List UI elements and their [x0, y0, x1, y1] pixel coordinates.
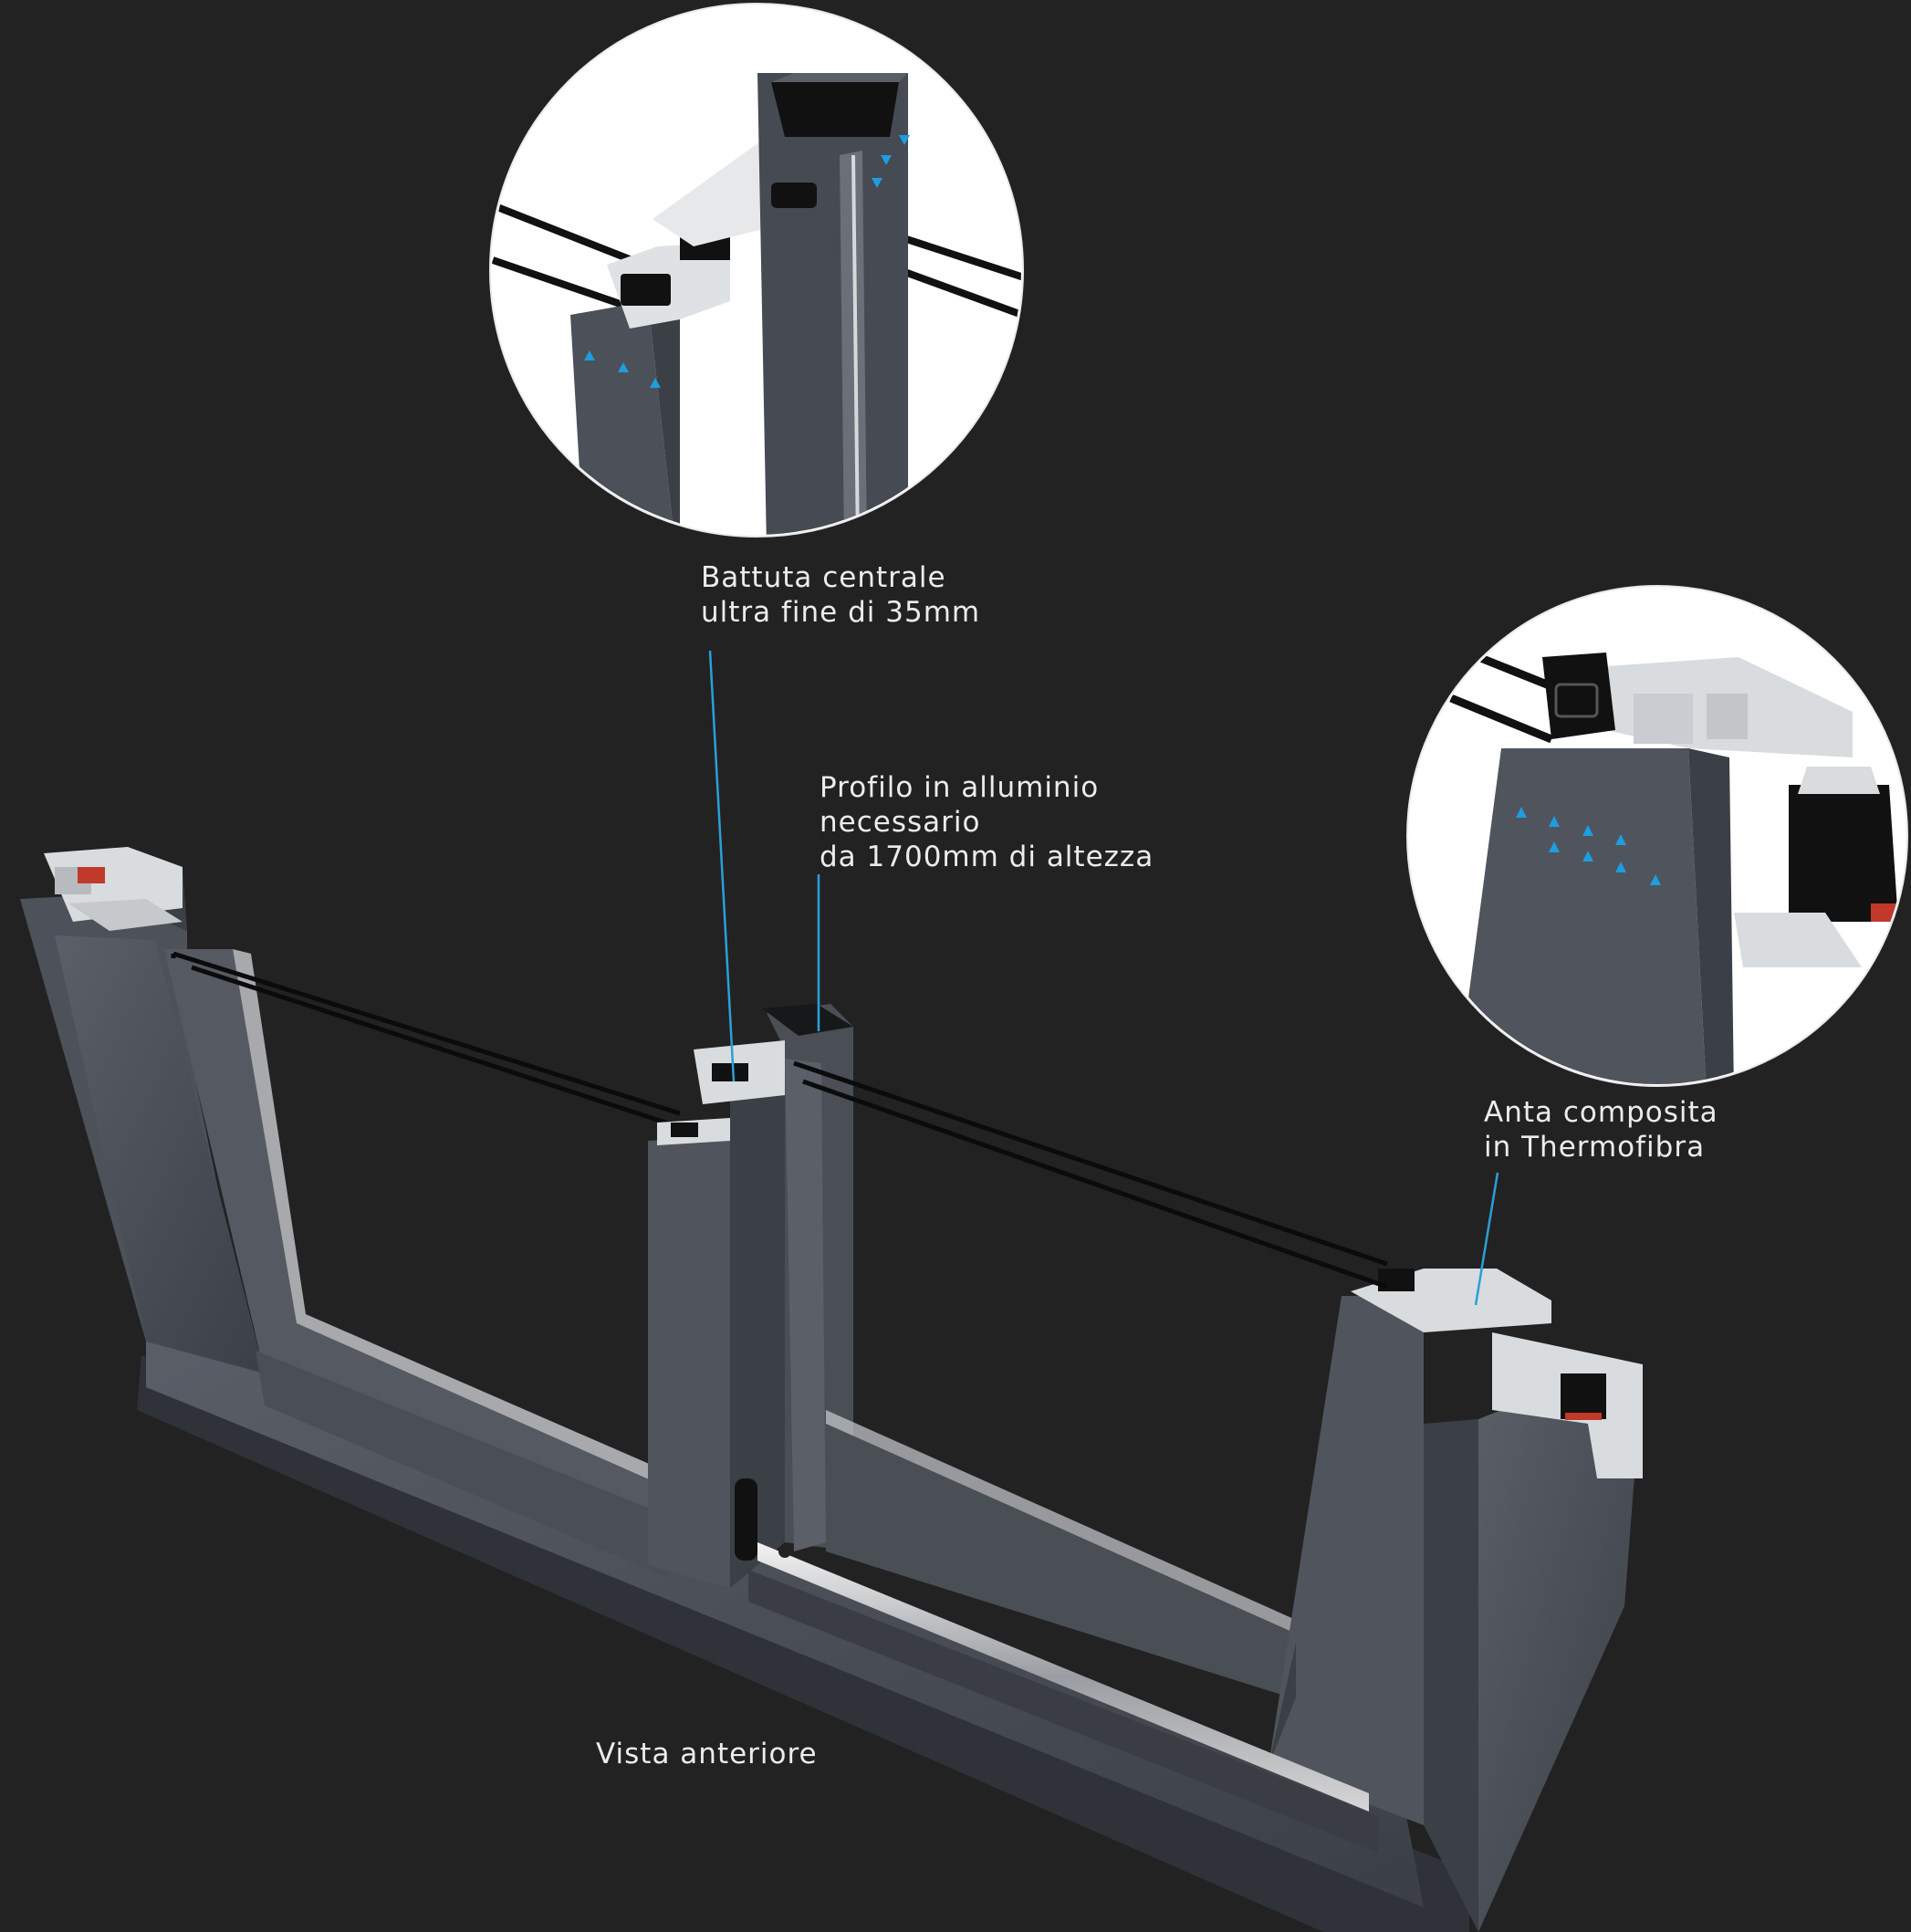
left-sash-bottom-rail — [256, 1351, 671, 1579]
callout-anta-composita: Anta composita in Thermofibra — [1484, 1095, 1718, 1164]
left-sash-outer — [55, 935, 265, 1373]
callout-battuta-line2: ultra fine di 35mm — [701, 596, 981, 629]
left-pvc-profile — [44, 847, 183, 931]
detail-circle-composite-sash — [1406, 585, 1908, 1087]
window-assembly — [20, 847, 1643, 1932]
callout-battuta-line1: Battuta centrale — [701, 561, 946, 594]
leader-anta — [1474, 1172, 1499, 1306]
callout-anta-line2: in Thermofibra — [1484, 1131, 1706, 1164]
right-sash — [785, 1059, 1551, 1825]
left-glass — [172, 951, 694, 1134]
callout-vista-line1: Vista anteriore — [596, 1738, 818, 1770]
callout-profilo-alluminio: Profilo in alluminio necessario da 1700m… — [820, 770, 1154, 874]
leader-lines — [708, 650, 1499, 1306]
left-sash-glass-bead — [233, 949, 662, 1483]
callout-anta-line1: Anta composita — [1484, 1096, 1718, 1129]
leader-battuta — [708, 650, 736, 1082]
right-frame-post — [1424, 1332, 1643, 1932]
detail-circle-central-stile — [489, 3, 1024, 538]
callout-profilo-line1: Profilo in alluminio — [820, 771, 1100, 804]
callout-vista-anteriore: Vista anteriore — [596, 1737, 818, 1771]
right-glass — [793, 1060, 1388, 1290]
callout-profilo-line2: necessario — [820, 806, 981, 839]
bottom-track — [748, 1542, 1378, 1853]
callout-battuta-centrale: Battuta centrale ultra fine di 35mm — [701, 560, 980, 630]
callout-profilo-line3: da 1700mm di altezza — [820, 841, 1154, 873]
